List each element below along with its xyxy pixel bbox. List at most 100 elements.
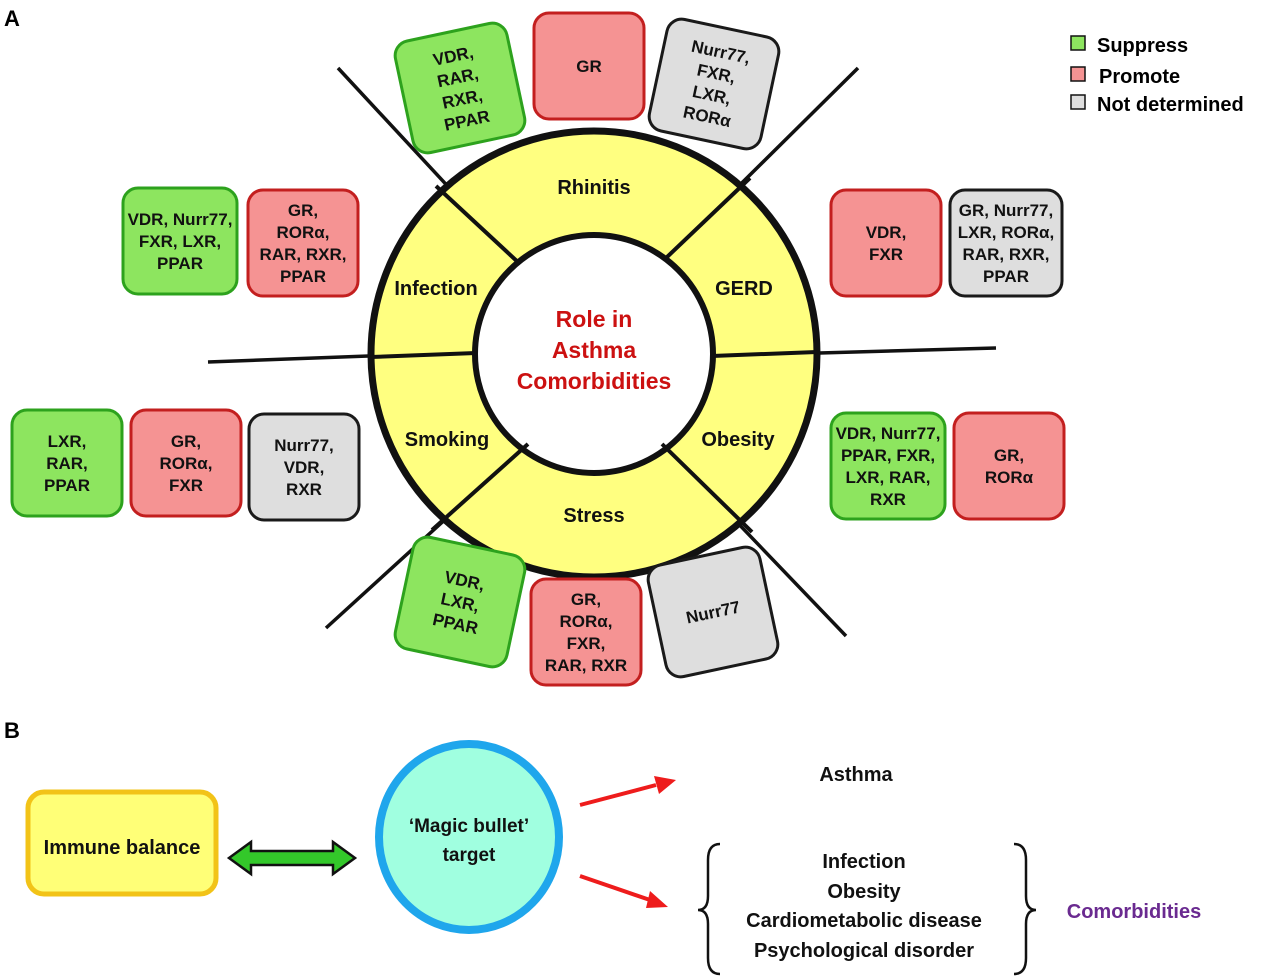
receptor-box-bg bbox=[532, 11, 646, 121]
receptor-box-stress-nd: Nurr77 bbox=[646, 545, 780, 679]
receptor-box-rhinitis-nd: Nurr77,FXR,LXR,RORα bbox=[647, 17, 781, 151]
ring-divider-sw bbox=[430, 442, 530, 532]
legend-nd-swatch bbox=[1070, 94, 1086, 110]
receptor-box-obesity-promote: GR,RORα bbox=[952, 411, 1066, 521]
legend-promote-swatch bbox=[1070, 66, 1086, 82]
ring-divider-se bbox=[660, 442, 754, 534]
left-brace-icon bbox=[697, 842, 721, 976]
center-line-2: Asthma bbox=[552, 337, 637, 363]
arrow-to-asthma-head-icon bbox=[654, 776, 676, 794]
legend-promote-label: Promote bbox=[1099, 66, 1180, 88]
receptor-box-line: GR, bbox=[171, 432, 201, 451]
receptor-box-bg bbox=[10, 408, 124, 518]
receptor-box-line: VDR, bbox=[866, 223, 907, 242]
receptor-box-line: RAR, bbox=[46, 454, 88, 473]
receptor-box-infection-promote: GR, RORα, RAR, RXR, PPAR bbox=[246, 188, 360, 298]
receptor-box-bg bbox=[393, 21, 527, 155]
comorbidity-item: Obesity bbox=[827, 881, 901, 903]
receptor-box-stress-promote: GR, RORα, FXR, RAR, RXR bbox=[529, 577, 643, 687]
segment-gerd: GERD bbox=[715, 278, 773, 300]
immune-balance-label: Immune balance bbox=[44, 837, 201, 859]
receptor-box-bg bbox=[393, 535, 527, 669]
receptor-box-rhinitis-promote: GR bbox=[532, 11, 646, 121]
receptor-box-bg bbox=[952, 411, 1066, 521]
receptor-box-bg bbox=[647, 17, 781, 151]
receptor-box-line: GR, Nurr77, bbox=[959, 201, 1053, 220]
receptor-box-bg bbox=[829, 411, 947, 521]
receptor-box-line: FXR, LXR, bbox=[139, 232, 221, 251]
magic-bullet-line-1: ‘Magic bullet’ bbox=[409, 816, 529, 837]
receptor-box-line: GR, bbox=[571, 590, 601, 609]
receptor-box-gerd-nd: GR, Nurr77, LXR, RORα, RAR, RXR, PPAR bbox=[948, 188, 1064, 298]
magic-bullet-circle bbox=[375, 740, 563, 934]
receptor-box-line: FXR, bbox=[567, 634, 606, 653]
arrow-to-asthma-shaft bbox=[579, 783, 657, 807]
receptor-box-line: VDR, Nurr77, bbox=[836, 424, 941, 443]
magic-bullet-line-2: target bbox=[443, 845, 496, 866]
receptor-box-line: FXR bbox=[169, 476, 203, 495]
ring-inner-dividers bbox=[370, 176, 818, 534]
receptor-box-bg bbox=[121, 186, 239, 296]
segment-rhinitis: Rhinitis bbox=[557, 177, 630, 199]
receptor-box-line: RORα, bbox=[560, 612, 613, 631]
comorbidities-label: Comorbidities bbox=[1067, 901, 1201, 923]
receptor-box-line: VDR, bbox=[284, 458, 325, 477]
receptor-box-smoking-nd: Nurr77, VDR, RXR bbox=[247, 412, 361, 522]
receptor-box-line: GR, bbox=[994, 446, 1024, 465]
receptor-box-bg bbox=[948, 188, 1064, 298]
center-line-3: Comorbidities bbox=[517, 368, 672, 394]
panel-b-label: B bbox=[4, 718, 20, 743]
ring-divider-ne bbox=[664, 176, 752, 260]
center-title: Role in Asthma Comorbidities bbox=[517, 306, 672, 394]
receptor-box-line: LXR, RAR, bbox=[846, 468, 931, 487]
red-arrows bbox=[579, 776, 676, 908]
receptor-box-line: RXR bbox=[286, 480, 322, 499]
receptor-box-line: GR, bbox=[288, 201, 318, 220]
segment-stress: Stress bbox=[563, 505, 624, 527]
receptor-box-gerd-promote: VDR, FXR bbox=[829, 188, 943, 298]
receptor-box-bg bbox=[129, 408, 243, 518]
receptor-box-line: Nurr77, bbox=[274, 436, 334, 455]
comorbidity-list: Infection Obesity Cardiometabolic diseas… bbox=[746, 851, 982, 962]
arrow-to-comorbidities-shaft bbox=[579, 874, 651, 902]
receptor-box-bg bbox=[246, 188, 360, 298]
comorbidity-item: Psychological disorder bbox=[754, 940, 974, 962]
double-arrow bbox=[226, 839, 358, 877]
receptor-box-stress-suppress: VDR,LXR,PPAR bbox=[393, 535, 527, 669]
segment-infection: Infection bbox=[394, 278, 477, 300]
receptor-box-infection-suppress: VDR, Nurr77, FXR, LXR, PPAR bbox=[121, 186, 239, 296]
receptor-box-obesity-suppress: VDR, Nurr77, PPAR, FXR, LXR, RAR, RXR bbox=[829, 411, 947, 521]
receptor-box-line: PPAR, FXR, bbox=[841, 446, 935, 465]
receptor-box-line: LXR, RORα, bbox=[958, 223, 1054, 242]
arrow-to-comorbidities-head-icon bbox=[646, 891, 668, 908]
receptor-box-smoking-promote: GR, RORα, FXR bbox=[129, 408, 243, 518]
receptor-box-line: LXR, bbox=[48, 432, 87, 451]
receptor-box-line: VDR, Nurr77, bbox=[128, 210, 233, 229]
receptor-box-line: RXR bbox=[870, 490, 906, 509]
receptor-box-line: PPAR bbox=[44, 476, 90, 495]
segment-smoking: Smoking bbox=[405, 429, 489, 451]
receptor-box-bg bbox=[529, 577, 643, 687]
asthma-label: Asthma bbox=[819, 764, 893, 786]
receptor-box-line: RORα, bbox=[160, 454, 213, 473]
receptor-box-line: PPAR bbox=[983, 267, 1029, 286]
comorbidity-item: Cardiometabolic disease bbox=[746, 910, 982, 932]
receptor-box-line: RAR, RXR, bbox=[260, 245, 347, 264]
legend-suppress-label: Suppress bbox=[1097, 35, 1188, 57]
receptor-box-line: FXR bbox=[869, 245, 903, 264]
receptor-box-line: PPAR bbox=[157, 254, 203, 273]
immune-balance-box bbox=[25, 789, 219, 897]
receptor-box-line: RAR, RXR, bbox=[963, 245, 1050, 264]
receptor-box-bg bbox=[247, 412, 361, 522]
ring-divider-w bbox=[370, 351, 477, 359]
receptor-box-line: RORα, bbox=[277, 223, 330, 242]
receptor-box-smoking-suppress: LXR, RAR, PPAR bbox=[10, 408, 124, 518]
receptor-box-line: RAR, RXR bbox=[545, 656, 627, 675]
panel-a-label: A bbox=[4, 6, 20, 31]
bidirectional-arrow-icon bbox=[226, 839, 358, 877]
segment-obesity: Obesity bbox=[701, 429, 775, 451]
receptor-box-line: PPAR bbox=[280, 267, 326, 286]
receptor-box-line: GR bbox=[576, 57, 602, 76]
